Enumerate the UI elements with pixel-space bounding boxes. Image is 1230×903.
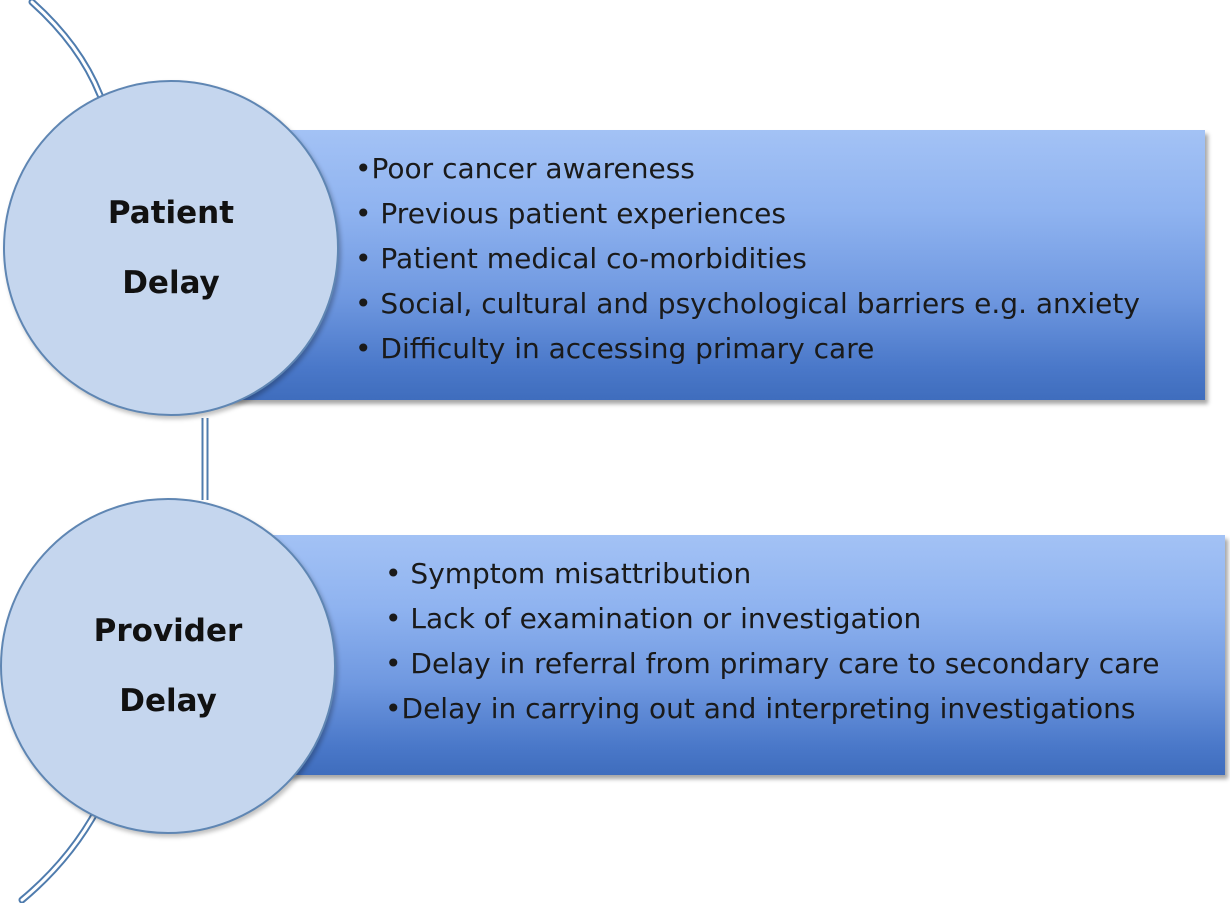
list-item: • Delay in referral from primary care to… [385,647,1160,680]
patient-delay-band: •Poor cancer awareness • Previous patien… [215,130,1205,400]
provider-delay-list: • Symptom misattribution • Lack of exami… [385,551,1159,731]
list-item: • Symptom misattribution [385,557,752,590]
list-item: • Social, cultural and psychological bar… [355,287,1140,320]
list-item: •Delay in carrying out and interpreting … [385,692,1136,725]
list-item: • Difficulty in accessing primary care [355,332,875,365]
list-item: • Lack of examination or investigation [385,602,922,635]
patient-delay-list: •Poor cancer awareness • Previous patien… [355,146,1140,371]
provider-delay-circle: Provider Delay [0,498,336,834]
list-item: • Patient medical co-morbidities [355,242,807,275]
provider-delay-band: • Symptom misattribution • Lack of exami… [215,535,1225,775]
patient-delay-label: Patient Delay [107,195,235,301]
provider-delay-label: Provider Delay [93,613,243,719]
patient-delay-circle: Patient Delay [3,80,339,416]
list-item: • Previous patient experiences [355,197,786,230]
list-item: •Poor cancer awareness [355,152,695,185]
